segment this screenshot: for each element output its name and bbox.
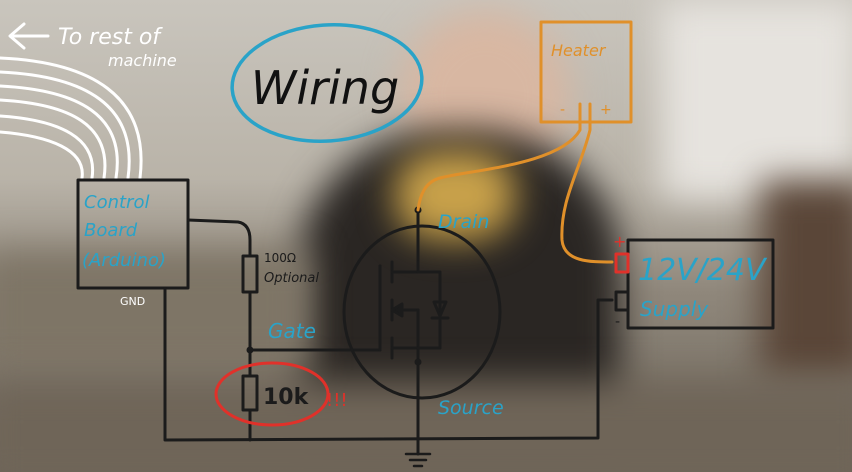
control-board-label-line2: Board (84, 220, 138, 241)
resistor-highlight-circle (214, 361, 330, 427)
mosfet-body (342, 224, 502, 400)
title-circle (230, 23, 424, 143)
ground-icon (404, 452, 432, 468)
supply-voltage-label: 12V/24V (638, 253, 768, 288)
resistor2-value-label: 10k (263, 385, 310, 410)
gnd-label: GND (120, 295, 145, 308)
heater-minus-label: - (560, 102, 565, 118)
wire-bundle (0, 56, 143, 180)
gate-label: Gate (268, 319, 316, 343)
resistor-100-ohm (241, 254, 259, 294)
background-right-shelf (760, 180, 852, 380)
resistor1-note-label: Optional (264, 271, 319, 286)
resistor1-value-label: 100Ω (264, 251, 296, 265)
supply-negative-terminal (614, 290, 630, 312)
background-table (0, 380, 852, 472)
gate-node-dot (246, 346, 254, 354)
arrow-label-line1: To rest of (58, 25, 163, 50)
resistor2-emphasis: !!! (326, 390, 348, 411)
control-board-label-line3: (Arduino) (82, 250, 166, 271)
resistor-10k (241, 374, 259, 412)
supply-label: Supply (640, 297, 709, 321)
arrow-left-icon (8, 22, 50, 50)
supply-minus-label: - (615, 314, 620, 330)
heater-box (539, 20, 633, 124)
heater-wires (416, 102, 614, 264)
drain-label: Drain (438, 211, 489, 233)
background-right-panel (660, 0, 852, 200)
source-node-dot (414, 358, 422, 366)
heater-label: Heater (551, 41, 607, 60)
mosfet-symbol (378, 260, 450, 364)
control-board-label-line1: Control (84, 192, 149, 213)
supply-plus-label: + (613, 232, 626, 251)
supply-positive-terminal (614, 252, 630, 274)
arrow-label-line2: machine (108, 51, 177, 70)
heater-plus-label: + (600, 102, 612, 118)
source-label: Source (438, 397, 504, 419)
control-board (76, 178, 190, 290)
diagram-title: Wiring (251, 61, 399, 115)
power-supply-box (626, 238, 775, 330)
